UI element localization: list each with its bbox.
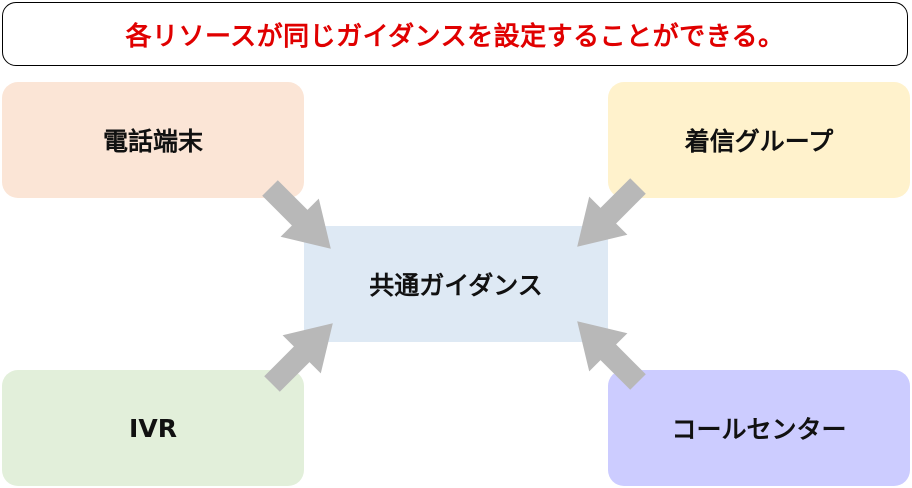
node-call-center: コールセンター	[608, 370, 910, 486]
node-incoming-group: 着信グループ	[608, 82, 910, 198]
node-call-center-label: コールセンター	[671, 415, 847, 444]
node-common-guidance: 共通ガイダンス	[304, 226, 608, 342]
node-incoming-group-label: 着信グループ	[684, 127, 834, 156]
arrow-incoming-to-center	[577, 178, 646, 247]
banner-text: 各リソースが同じガイダンスを設定することができる。	[125, 21, 785, 52]
arrow-phone-to-center	[262, 180, 331, 249]
node-ivr-label: IVR	[129, 413, 177, 443]
node-phone-terminal: 電話端末	[2, 82, 304, 198]
node-ivr: IVR	[2, 370, 304, 486]
node-phone-terminal-label: 電話端末	[102, 127, 203, 156]
arrow-callcenter-to-center	[577, 321, 646, 390]
node-common-guidance-label: 共通ガイダンス	[369, 271, 543, 300]
description-banner: 各リソースが同じガイダンスを設定することができる。	[2, 2, 908, 66]
arrow-ivr-to-center	[264, 323, 333, 392]
